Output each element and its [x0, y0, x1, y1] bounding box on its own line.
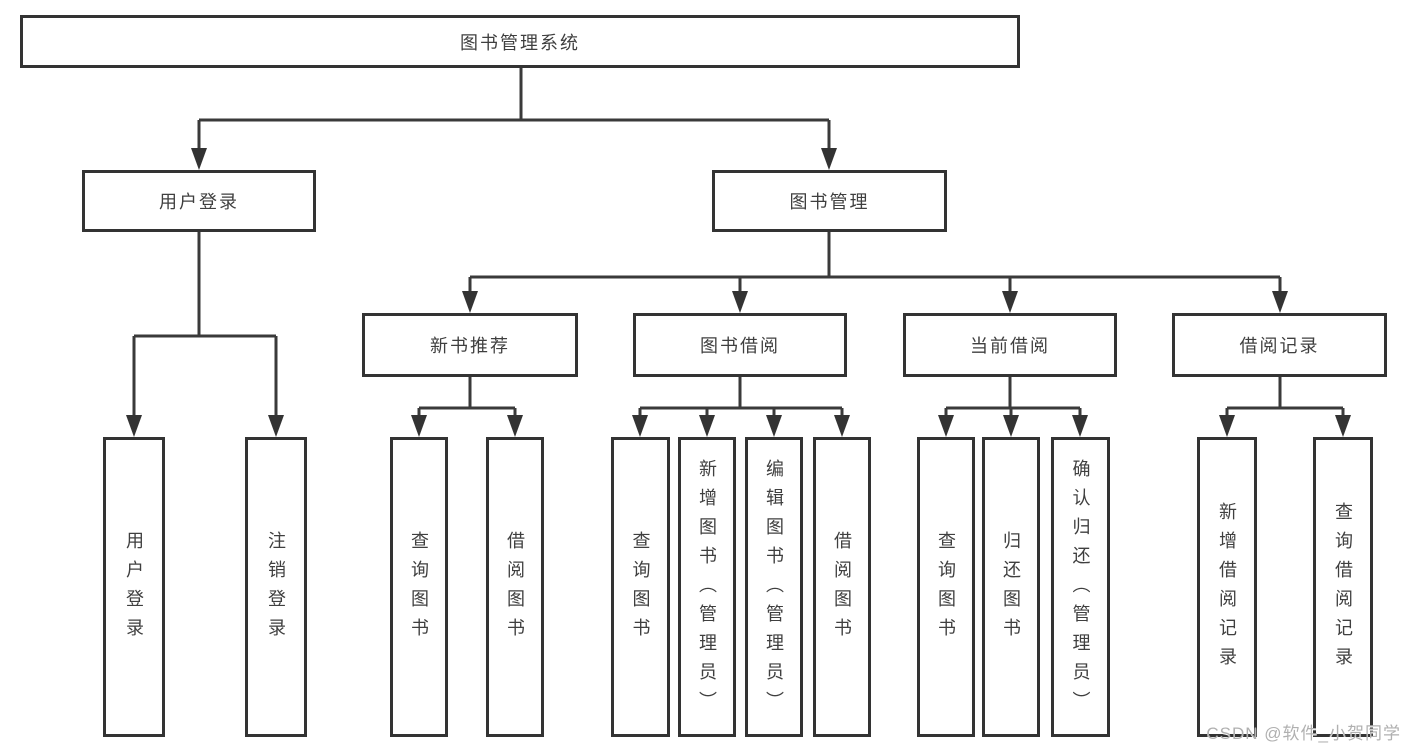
node-book-management: 图书管理 [712, 170, 947, 232]
leaf-logout: 注销登录 [245, 437, 307, 737]
leaf-borrow-edit-book-admin: 编辑图书（管理员） [745, 437, 803, 737]
leaf-user-login: 用户登录 [103, 437, 165, 737]
node-book-borrow: 图书借阅 [633, 313, 847, 377]
leaf-records-add-record: 新增借阅记录 [1197, 437, 1257, 737]
leaf-borrow-query-book: 查询图书 [611, 437, 670, 737]
node-current-borrow: 当前借阅 [903, 313, 1117, 377]
leaf-records-query-record: 查询借阅记录 [1313, 437, 1373, 737]
node-user-login: 用户登录 [82, 170, 316, 232]
leaf-current-query-book: 查询图书 [917, 437, 975, 737]
leaf-borrow-borrow-book: 借阅图书 [813, 437, 871, 737]
node-new-book-recommend: 新书推荐 [362, 313, 578, 377]
node-system-root: 图书管理系统 [20, 15, 1020, 68]
leaf-borrow-add-book-admin: 新增图书（管理员） [678, 437, 736, 737]
leaf-recommend-borrow-book: 借阅图书 [486, 437, 544, 737]
csdn-watermark: CSDN @软件_小贺同学 [1206, 724, 1401, 743]
leaf-current-confirm-return-admin: 确认归还（管理员） [1051, 437, 1110, 737]
node-borrow-records: 借阅记录 [1172, 313, 1387, 377]
leaf-recommend-query-book: 查询图书 [390, 437, 448, 737]
arrowheads [126, 148, 1351, 437]
leaf-current-return-book: 归还图书 [982, 437, 1040, 737]
